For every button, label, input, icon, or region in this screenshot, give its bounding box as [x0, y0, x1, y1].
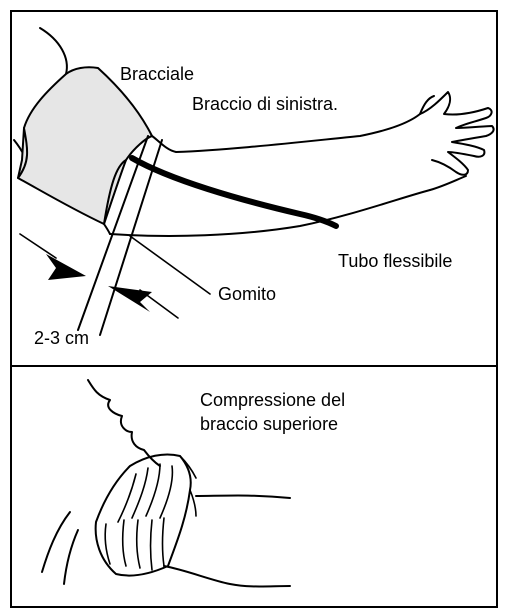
elbow-crease: [103, 223, 111, 235]
hand: [419, 91, 495, 176]
compressed-cuff: [94, 453, 192, 577]
caption-line-1: Compressione del: [200, 390, 345, 410]
compressed-arm-bottom: [163, 565, 291, 588]
cuff-edge: [17, 127, 29, 179]
cuff-wrinkle-3: [145, 463, 161, 517]
compressed-arm-forearm: [195, 494, 291, 499]
cuff-wrinkle-7: [149, 519, 153, 571]
cuff-top-fold: [179, 455, 197, 479]
elbow-line-left: [77, 135, 149, 331]
flexible-tube: [129, 155, 339, 229]
cuff-fold: [103, 159, 127, 225]
label-distance: 2-3 cm: [34, 328, 89, 348]
arrow-right-icon: [108, 286, 152, 312]
cuff-right-edge: [189, 489, 197, 517]
thumb: [419, 95, 435, 115]
cuff-wrinkle-9: [104, 523, 111, 565]
cuff-wrinkle-6: [135, 519, 141, 569]
bottom-panel: Compressione del braccio superiore: [41, 379, 345, 588]
leader-elbow: [129, 235, 211, 295]
hand-palm: [429, 175, 467, 191]
cuff-wrinkle-2: [131, 467, 149, 519]
caption-line-2: braccio superiore: [200, 414, 338, 434]
compressed-arm-left: [41, 511, 71, 573]
label-left-arm: Braccio di sinistra.: [192, 94, 338, 114]
cuff-wrinkle-5: [121, 519, 127, 567]
arrow-left-icon: [46, 254, 86, 280]
top-panel: Bracciale Braccio di sinistra. Tubo fles…: [13, 27, 495, 348]
forearm-top: [151, 113, 421, 153]
label-flexible-tube: Tubo flessibile: [338, 251, 452, 271]
upper-arm-outline: [39, 27, 68, 75]
label-elbow: Gomito: [218, 284, 276, 304]
cuff-wrinkle-8: [161, 517, 165, 567]
compressed-arm-left-inner: [63, 529, 79, 585]
compressed-arm-top: [87, 379, 161, 467]
leader-arrow-left: [19, 233, 57, 259]
cuff-wrinkle-4: [159, 465, 174, 519]
cuff: [17, 66, 153, 225]
bottom-panel-frame: [10, 365, 498, 608]
forearm-bottom: [109, 189, 431, 237]
label-cuff: Bracciale: [120, 64, 194, 84]
cuff-wrinkle-1: [117, 473, 137, 523]
